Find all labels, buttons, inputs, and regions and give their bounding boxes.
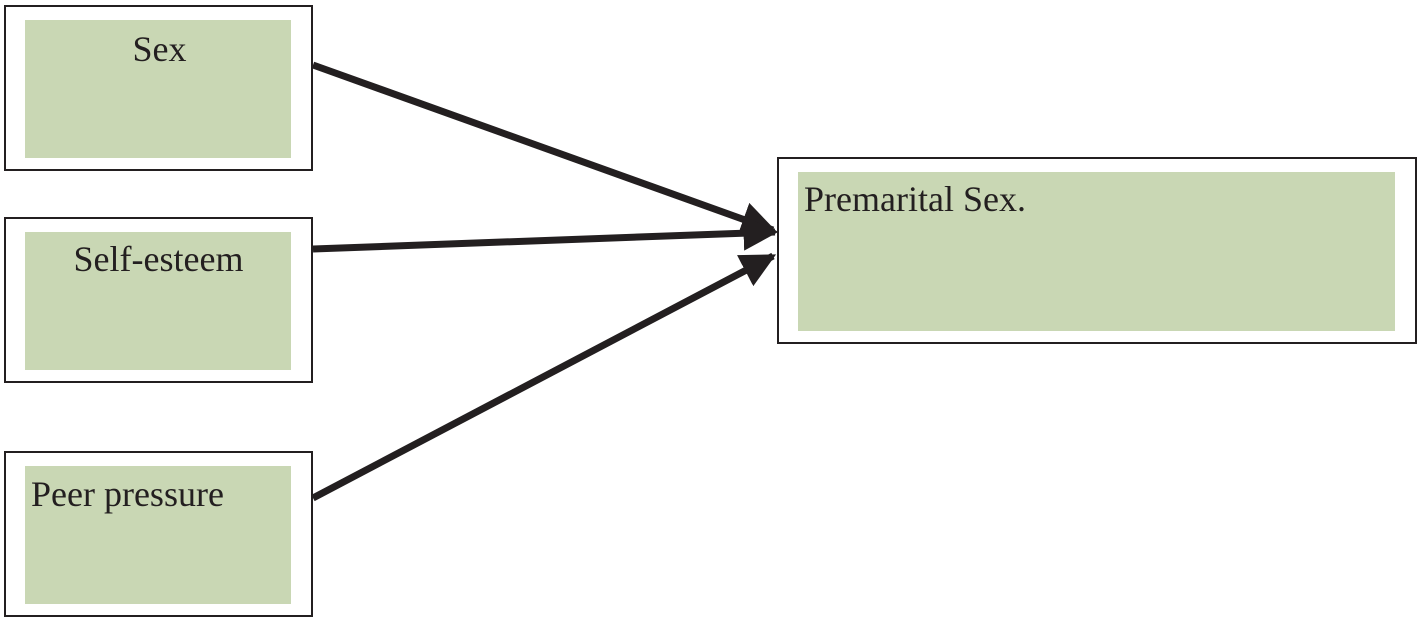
node-sex-fill <box>25 20 291 158</box>
arrow-peer-pressure-to-premarital-sex <box>311 252 777 502</box>
node-sex-label: Sex <box>132 29 187 69</box>
node-premarital-sex: Premarital Sex. <box>777 157 1417 344</box>
node-self-esteem-label: Self-esteem <box>73 239 244 279</box>
node-premarital-sex-label: Premarital Sex. <box>804 179 1026 219</box>
node-peer-pressure-fill <box>25 466 291 604</box>
node-premarital-sex-fill <box>798 172 1395 331</box>
node-self-esteem-fill <box>25 232 291 370</box>
node-sex: Sex <box>4 5 313 171</box>
node-peer-pressure: Peer pressure <box>4 451 313 617</box>
node-self-esteem: Self-esteem <box>4 217 313 383</box>
node-peer-pressure-label: Peer pressure <box>31 474 224 514</box>
arrow-sex-to-premarital-sex <box>311 61 777 236</box>
arrow-self-esteem-to-premarital-sex <box>312 215 779 253</box>
